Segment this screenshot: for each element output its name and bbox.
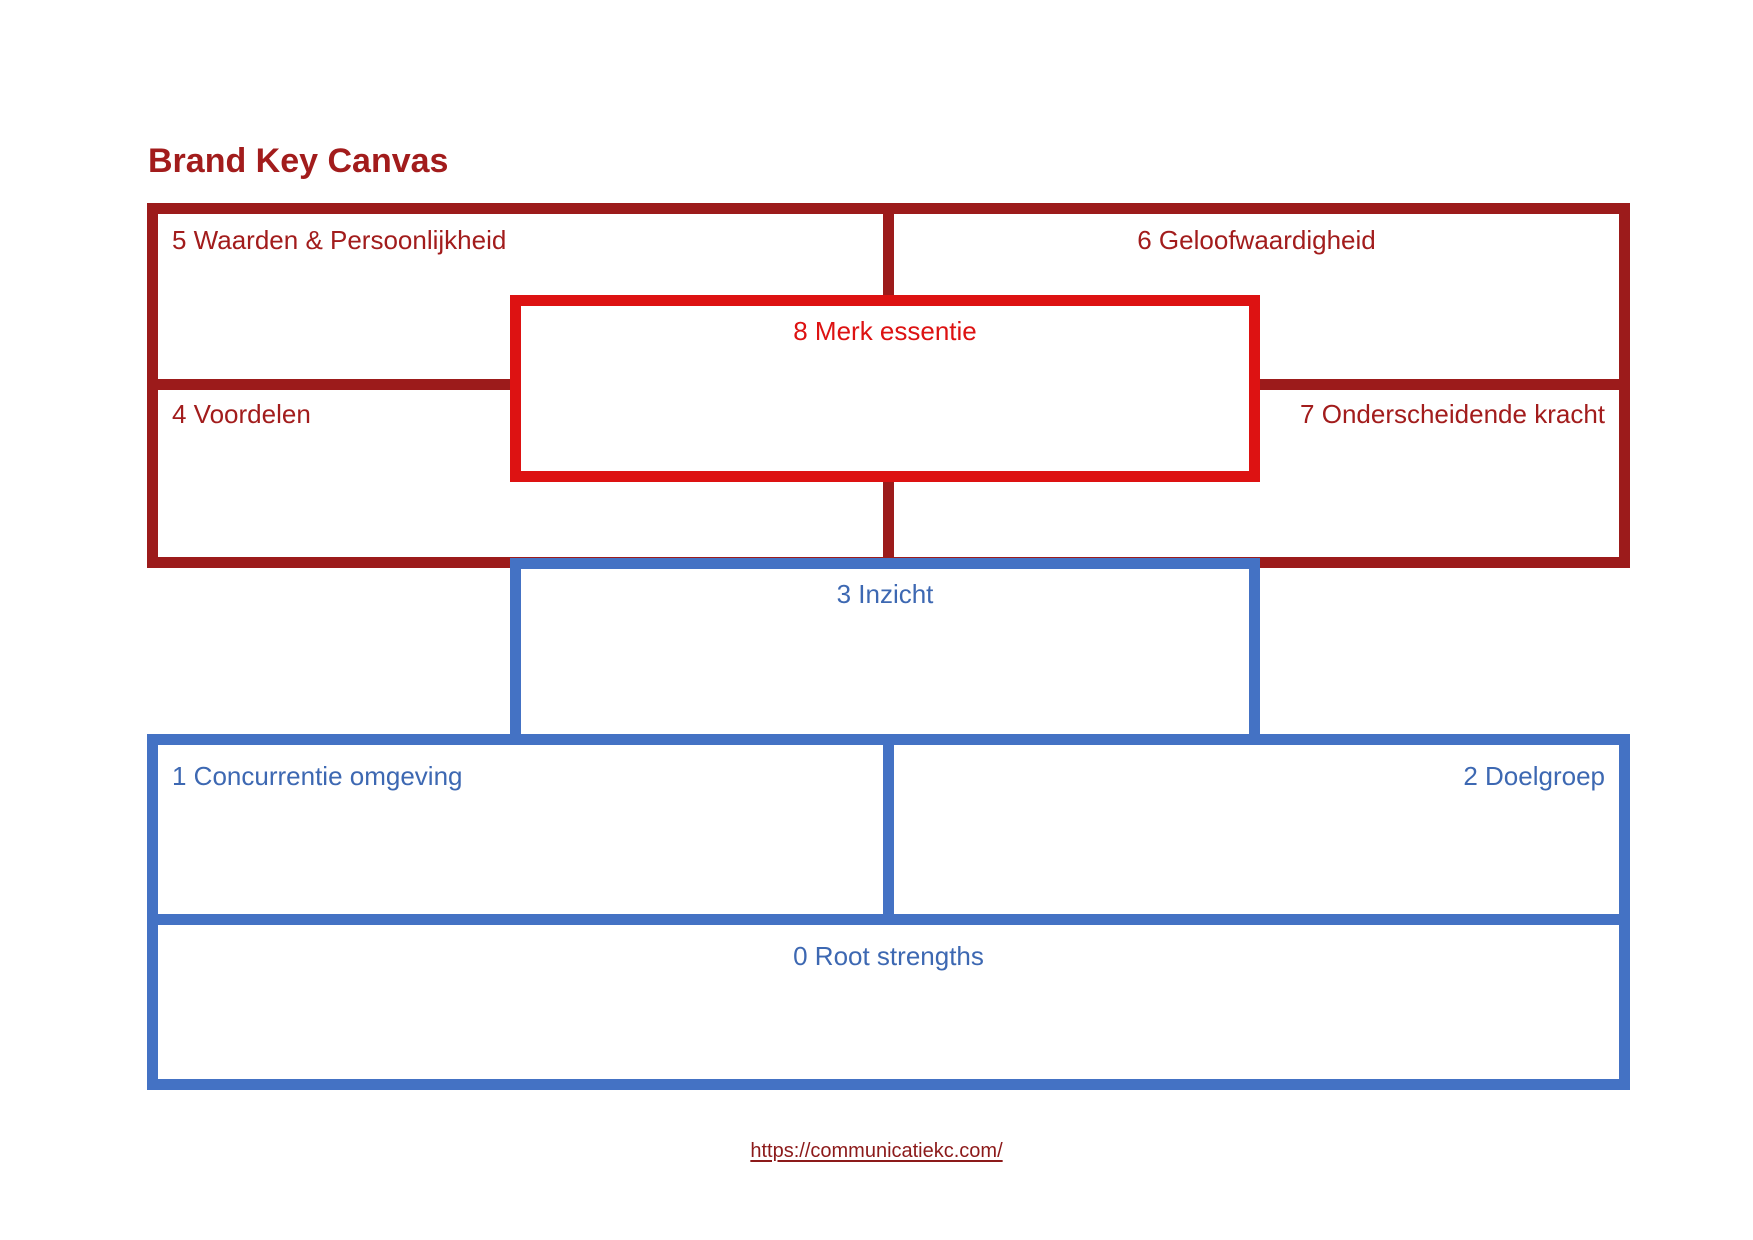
- label-inzicht: 3 Inzicht: [836, 579, 934, 609]
- label-voordelen: 4 Voordelen: [172, 399, 311, 429]
- footer-link[interactable]: https://communicatiekc.com/: [750, 1140, 1003, 1162]
- label-concurrentie-omgeving: 1 Concurrentie omgeving: [172, 761, 463, 791]
- page-title: Brand Key Canvas: [148, 142, 449, 180]
- lower-blue-horizontal-divider: [147, 914, 1630, 925]
- box-merk-essentie: [510, 295, 1260, 482]
- label-doelgroep: 2 Doelgroep: [1463, 761, 1605, 791]
- lower-blue-vertical-divider: [883, 734, 894, 925]
- label-onderscheidende-kracht: 7 Onderscheidende kracht: [1300, 399, 1605, 429]
- label-geloofwaardigheid: 6 Geloofwaardigheid: [1137, 225, 1376, 255]
- label-root-strengths: 0 Root strengths: [793, 941, 984, 971]
- label-waarden-persoonlijkheid: 5 Waarden & Persoonlijkheid: [172, 225, 507, 255]
- footer: https://communicatiekc.com/: [0, 1140, 1753, 1163]
- label-merk-essentie: 8 Merk essentie: [793, 316, 977, 346]
